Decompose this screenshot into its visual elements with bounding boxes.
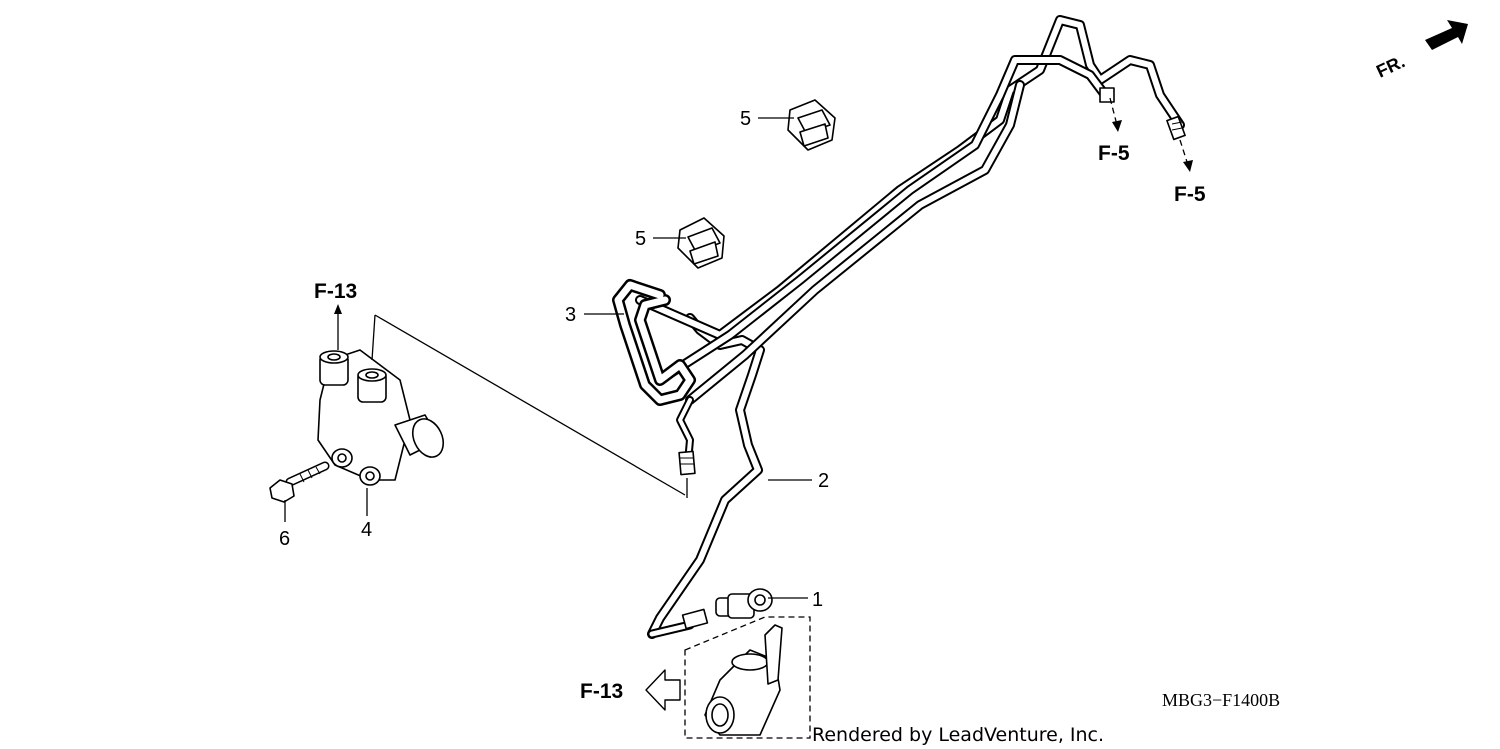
part-4-valve [317,349,445,486]
callout-4: 4 [361,519,372,541]
callout-5-upper: 5 [740,108,751,130]
ref-f5-left: F-5 [1098,142,1130,165]
reference-line [374,314,686,496]
part-5-clamp-lower [677,217,725,269]
callout-1: 1 [812,589,823,611]
front-direction-indicator: FR. [1373,20,1468,82]
pipe-fittings [678,87,1186,630]
ref-f13-bottom-arrow [645,669,681,711]
ref-f13-top: F-13 [314,280,357,303]
part-5-clamp-upper [787,99,836,151]
part-1-joint [715,588,773,619]
brake-pipe-bundle [612,15,1185,639]
part-6-bolt [269,461,330,503]
callout-6: 6 [279,528,290,550]
ref-f5-left-arrow [1109,97,1122,132]
callout-5-lower: 5 [635,228,646,250]
ref-f5-right: F-5 [1174,183,1206,206]
credit-text: Rendered by LeadVenture, Inc. [812,724,1104,746]
master-cylinder-reference [684,616,811,739]
front-direction-label: FR. [1373,51,1408,81]
ref-f13-top-arrow [334,304,342,350]
callout-3: 3 [565,304,576,326]
diagram-code: MBG3−F1400B [1162,690,1280,710]
callout-2: 2 [818,470,829,492]
ref-f13-bottom: F-13 [580,680,623,703]
ref-f5-right-arrow [1179,139,1193,172]
